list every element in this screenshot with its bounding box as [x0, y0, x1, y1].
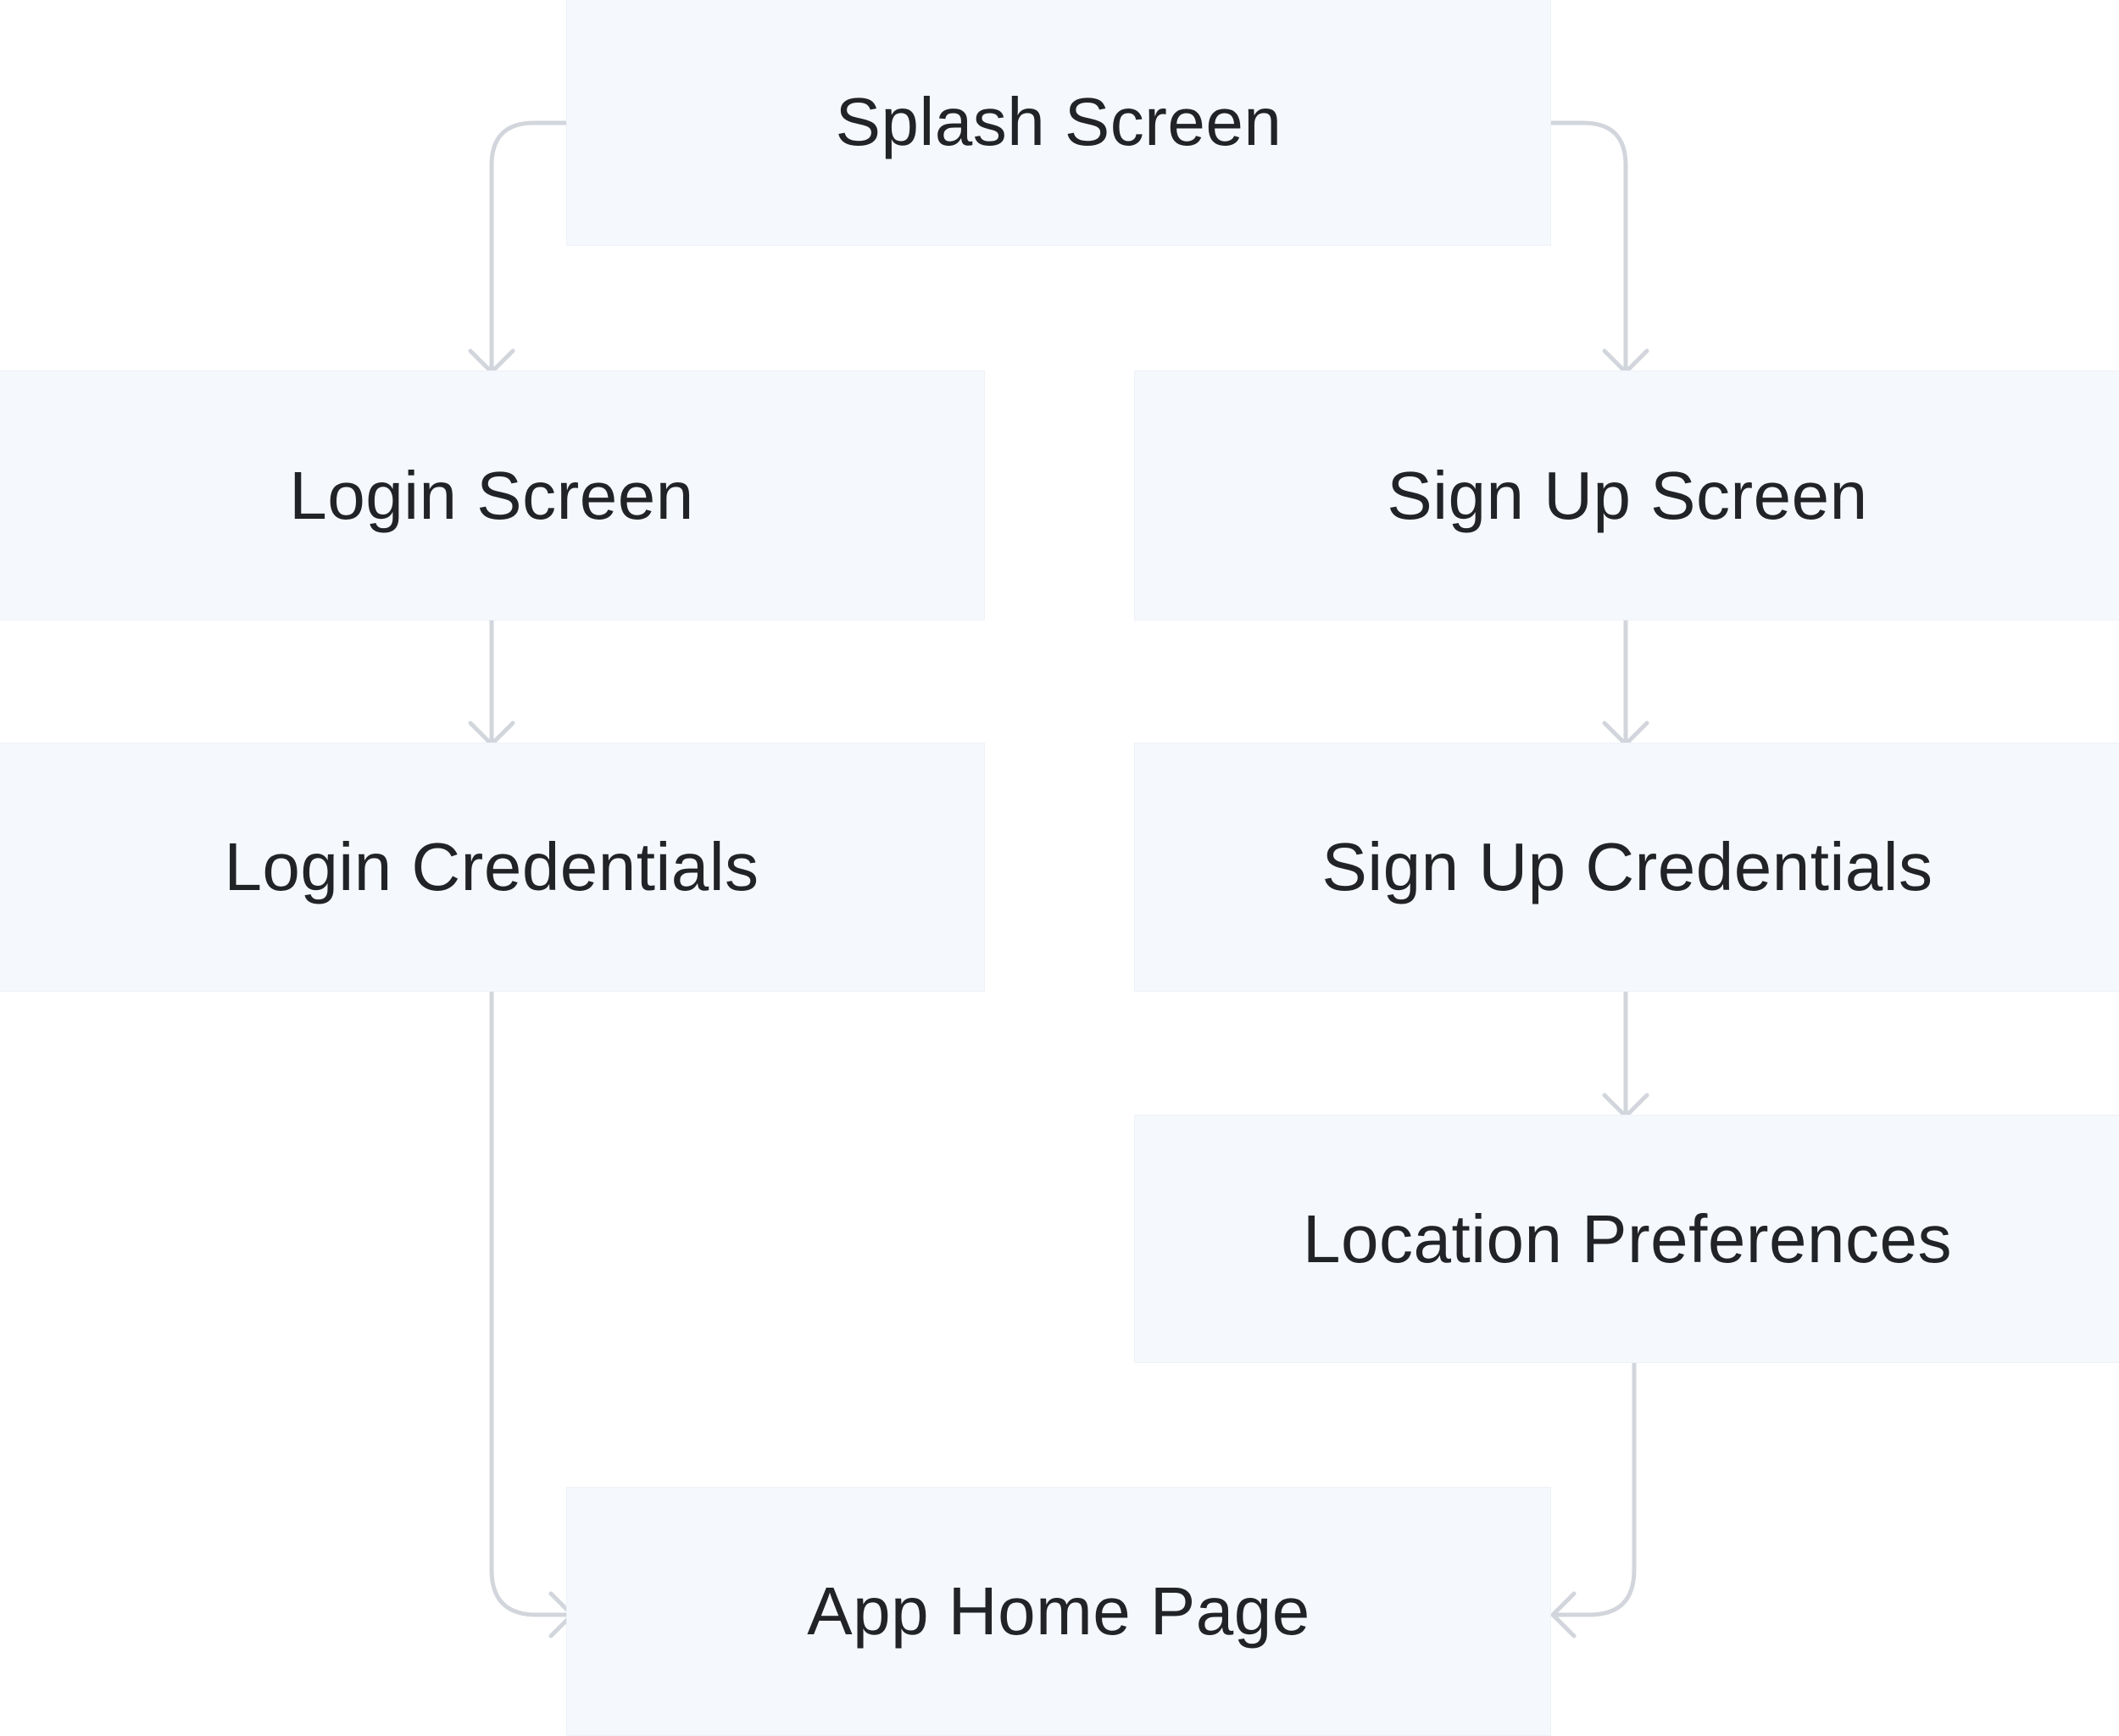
arrowhead-home-right: [1550, 1591, 1577, 1639]
app-home-page-label: App Home Page: [807, 1573, 1310, 1649]
arrowhead-login-credentials: [468, 721, 515, 747]
location-preferences-label: Location Preferences: [1302, 1200, 1952, 1277]
login-credentials-label: Login Credentials: [224, 829, 759, 904]
signup-screen-node: Sign Up Screen: [1134, 370, 2119, 620]
connector-location-to-home: [1550, 1360, 1637, 1617]
arrowhead-location: [1602, 1093, 1649, 1119]
connector-splash-to-login: [489, 120, 569, 373]
splash-screen-label: Splash Screen: [835, 84, 1282, 159]
signup-screen-label: Sign Up Screen: [1387, 457, 1868, 533]
arrowhead-signup-credentials: [1602, 721, 1649, 747]
arrowhead-login: [468, 348, 515, 375]
connector-logincred-to-home: [489, 989, 575, 1617]
signup-credentials-node: Sign Up Credentials: [1134, 743, 2119, 992]
app-home-page-node: App Home Page: [566, 1487, 1551, 1736]
splash-screen-node: Splash Screen: [566, 0, 1551, 246]
location-preferences-node: Location Preferences: [1134, 1115, 2119, 1363]
login-screen-node: Login Screen: [0, 370, 985, 620]
arrowhead-signup: [1602, 348, 1649, 375]
signup-credentials-label: Sign Up Credentials: [1321, 829, 1933, 904]
login-credentials-node: Login Credentials: [0, 743, 985, 992]
connector-splash-to-signup: [1549, 120, 1628, 373]
login-screen-label: Login Screen: [289, 457, 694, 533]
